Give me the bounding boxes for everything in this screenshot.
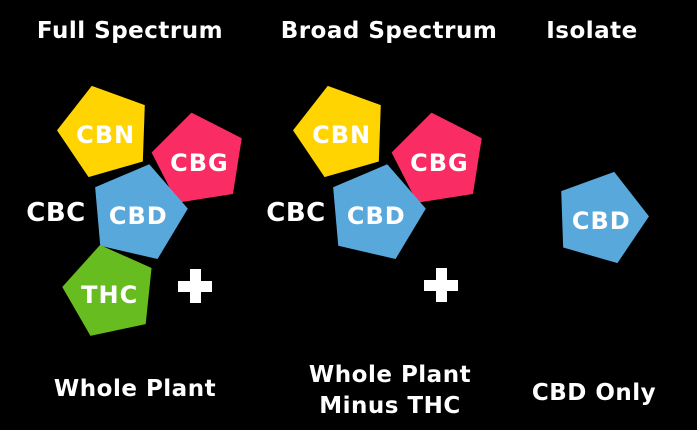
pentagon-cbd: CBD [542,159,661,278]
pentagon-label-cbd: CBD [108,201,168,230]
pentagon-label-cbd: CBD [346,201,406,230]
plus-icon-bar [178,280,212,292]
column-title-broad-spectrum: Broad Spectrum [280,18,498,44]
pentagon-label-cbd: CBD [571,206,631,235]
plus-icon-bar [424,279,458,291]
pentagon-label-cbn: CBN [75,120,135,149]
side-label-cbc: CBC [26,198,86,228]
pentagon-label-thc: THC [81,280,139,309]
plus-icon [424,268,458,302]
bottom-label-whole-plant-minus-thc: Whole Plant Minus THC [260,360,520,422]
column-title-isolate: Isolate [546,18,638,44]
bottom-label-line: Minus THC [319,393,461,419]
bottom-label-cbd-only: CBD Only [531,380,657,406]
side-label-cbc: CBC [266,198,326,228]
bottom-label-line: Whole Plant [308,362,472,388]
pentagon-label-cbn: CBN [311,120,371,149]
plus-icon [178,269,212,303]
column-title-full-spectrum: Full Spectrum [36,18,224,44]
pentagon-label-cbg: CBG [169,148,229,177]
pentagon-label-cbg: CBG [409,148,469,177]
bottom-label-whole-plant: Whole Plant [53,376,217,402]
